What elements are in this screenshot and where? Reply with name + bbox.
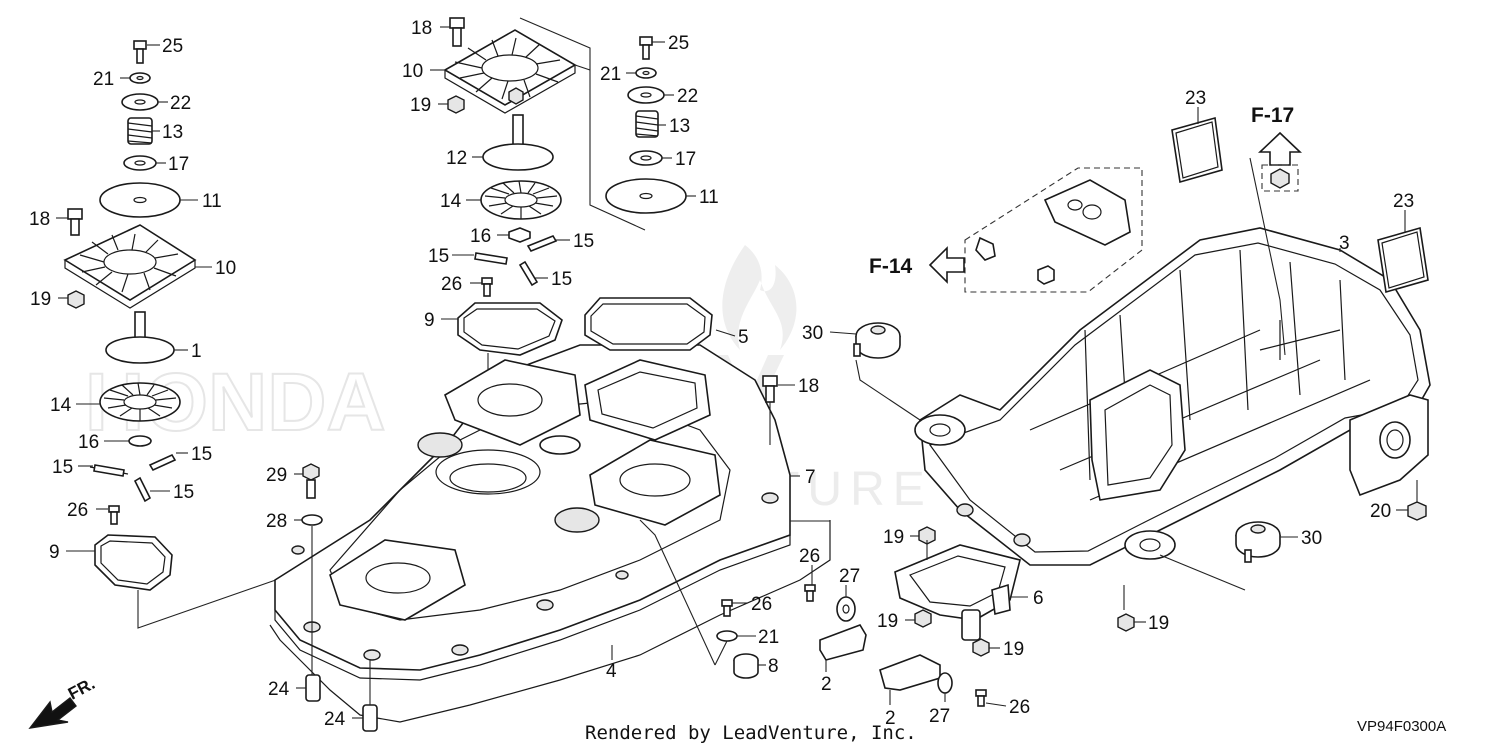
callout-7: 7 xyxy=(805,467,816,488)
bracket-6 xyxy=(894,526,1135,657)
gasket-5 xyxy=(584,297,713,351)
callout-3: 3 xyxy=(1339,233,1350,254)
fr-arrow xyxy=(28,697,77,729)
callout-30-left: 30 xyxy=(802,323,823,344)
callout-19-left: 19 xyxy=(30,289,51,310)
mid-bottom-leaders xyxy=(294,329,830,719)
callout-26-center-b: 26 xyxy=(751,594,772,615)
bracket-6-leaders xyxy=(905,535,1146,649)
callout-18-right: 18 xyxy=(798,376,819,397)
callout-14-middle: 14 xyxy=(440,191,462,212)
callout-9-middle: 9 xyxy=(424,310,435,331)
callout-8: 8 xyxy=(768,656,779,677)
callout-22-left: 22 xyxy=(170,93,191,114)
middle-stack-parts xyxy=(443,17,577,356)
pads-23 xyxy=(1171,116,1429,294)
callout-25-left: 25 xyxy=(162,36,183,57)
f17-group xyxy=(1257,131,1303,192)
right-small-stack xyxy=(605,36,687,214)
callout-labels: 25 21 22 13 17 11 18 10 19 1 14 16 15 15… xyxy=(29,18,1414,730)
right-small-leaders xyxy=(626,41,696,197)
callout-26-center-a: 26 xyxy=(799,546,820,567)
callout-26-left: 26 xyxy=(67,500,88,521)
callout-24-a: 24 xyxy=(268,679,290,700)
callout-15-middle-b: 15 xyxy=(573,231,594,252)
callout-29: 29 xyxy=(266,465,287,486)
callout-16-middle: 16 xyxy=(470,226,491,247)
middle-leaders xyxy=(430,17,646,378)
callout-20: 20 xyxy=(1370,501,1391,522)
callout-10-middle: 10 xyxy=(402,61,423,82)
callout-23-a: 23 xyxy=(1185,88,1206,109)
callout-25-right: 25 xyxy=(668,33,689,54)
callout-13-left: 13 xyxy=(162,122,183,143)
knob-leaders xyxy=(829,331,1298,538)
callout-21-right: 21 xyxy=(600,64,621,85)
left-leaders xyxy=(56,44,291,629)
callout-15-middle-a: 15 xyxy=(428,246,449,267)
callout-24-b: 24 xyxy=(324,709,346,730)
callout-15-left-b: 15 xyxy=(191,444,212,465)
callout-19-middle: 19 xyxy=(410,95,431,116)
callout-2-a: 2 xyxy=(821,674,832,695)
callout-15-middle-c: 15 xyxy=(551,269,572,290)
callout-4: 4 xyxy=(606,661,617,682)
callout-10-left: 10 xyxy=(215,258,236,279)
callout-18-left: 18 xyxy=(29,209,50,230)
callout-18-middle: 18 xyxy=(411,18,432,39)
callout-28: 28 xyxy=(266,511,287,532)
callout-23-b: 23 xyxy=(1393,191,1414,212)
callout-14-left: 14 xyxy=(50,395,72,416)
callout-26-middle: 26 xyxy=(441,274,462,295)
callout-19-center-b: 19 xyxy=(877,611,898,632)
callout-11-left: 11 xyxy=(202,191,222,212)
callout-27-a: 27 xyxy=(839,566,860,587)
callout-27-b: 27 xyxy=(929,706,950,727)
brackets xyxy=(804,584,987,707)
callout-19-right: 19 xyxy=(1148,613,1169,634)
callout-22-right: 22 xyxy=(677,86,698,107)
body-cover-7 xyxy=(269,344,831,723)
render-credit: Rendered by LeadVenture, Inc. xyxy=(585,722,917,744)
callout-21-left: 21 xyxy=(93,69,114,90)
bracket-leaders xyxy=(811,565,1007,707)
callout-30-right: 30 xyxy=(1301,528,1322,549)
callout-17-right: 17 xyxy=(675,149,696,170)
knobs-30 xyxy=(853,322,1281,563)
chassis-leaders xyxy=(855,157,1418,591)
callout-9-left: 9 xyxy=(49,542,60,563)
callout-15-left-c: 15 xyxy=(173,482,194,503)
callout-6: 6 xyxy=(1033,588,1044,609)
chassis-3 xyxy=(914,227,1431,566)
ref-f17: F-17 xyxy=(1251,104,1294,127)
callout-19-center-c: 19 xyxy=(1003,639,1024,660)
callout-19-center-a: 19 xyxy=(883,527,904,548)
callout-12: 12 xyxy=(446,148,467,169)
callout-15-left-a: 15 xyxy=(52,457,73,478)
callout-5: 5 xyxy=(738,327,749,348)
callout-11-right: 11 xyxy=(699,187,719,208)
callout-21-center: 21 xyxy=(758,627,779,648)
callout-2-b: 2 xyxy=(885,708,896,729)
callout-17-left: 17 xyxy=(168,154,189,175)
callout-26-right: 26 xyxy=(1009,697,1030,718)
callout-13-right: 13 xyxy=(669,116,690,137)
diagram-code: VP94F0300A xyxy=(1357,718,1446,735)
callout-1: 1 xyxy=(191,341,202,362)
ref-f14: F-14 xyxy=(869,255,913,278)
f14-detail-group xyxy=(928,167,1143,293)
pad-leaders xyxy=(1197,107,1406,232)
callout-16-left: 16 xyxy=(78,432,99,453)
